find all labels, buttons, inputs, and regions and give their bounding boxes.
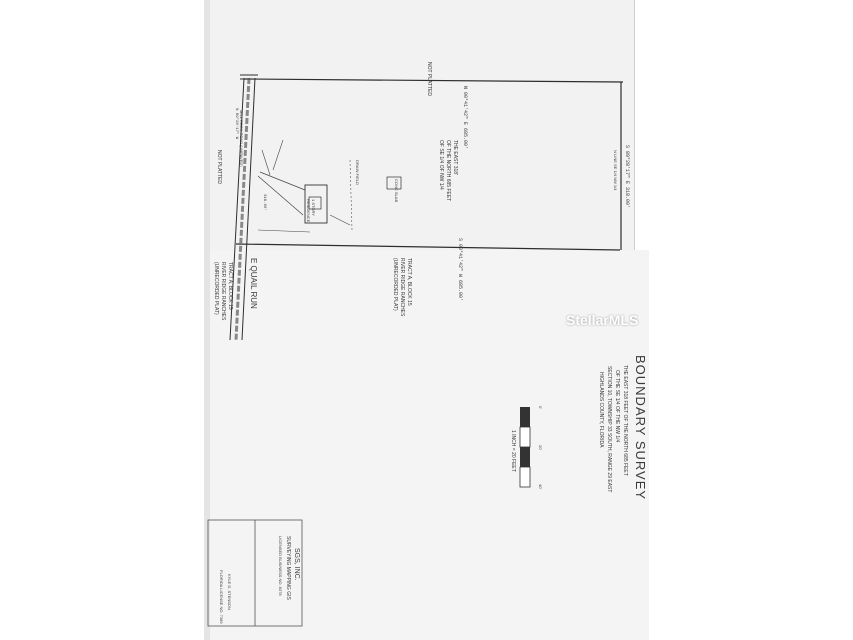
parcel-desc-line-2: OF THE NORTH 685 FEET	[445, 140, 451, 202]
scale-tick-0: 0'	[538, 406, 543, 409]
tract-right-line-3: (UNRECORDED PLAT)	[392, 258, 398, 311]
east-line-label: N LINE SE 1/4 NW 1/4	[613, 150, 618, 191]
parcel-desc-line-3: OF SE 1/4 OF NW 1/4	[438, 140, 444, 190]
signature-line-1: KYLE D. STENSON	[227, 574, 232, 610]
legal-desc-line-4: HIGHLANDS COUNTY, FLORIDA	[598, 372, 604, 448]
surveyor-name: SGS, INC.	[293, 548, 300, 581]
tract-left-line-3: (UNRECORDED PLAT)	[213, 262, 219, 315]
tract-left-line-1: TRACT A, BLOCK 15	[227, 262, 233, 310]
scale-tick-40: 40'	[538, 484, 543, 490]
residence-label-1: 1 STORY	[311, 199, 316, 216]
paper-lower-sheet	[204, 250, 649, 640]
paper-upper-sheet	[204, 0, 635, 252]
parcel-desc-line-1: THE EAST 318'	[452, 140, 458, 176]
scale-text: 1 INCH = 20 FEET	[510, 430, 516, 472]
not-platted-top-label: NOT PLATTED	[426, 62, 432, 96]
not-platted-left-label: NOT PLATTED	[216, 150, 222, 184]
residence-label-2: RESIDENCE	[306, 199, 311, 223]
survey-title: BOUNDARY SURVEY	[633, 355, 648, 501]
legal-desc-line-1: THE EAST 318 FEET OF THE NORTH 685 FEET	[622, 365, 628, 476]
stellarmls-watermark: StellarMLS	[566, 312, 639, 328]
surveyor-line-2: LICENSED BUSINESS NO. 8378	[278, 536, 283, 596]
west-line-bearing: N 89°28'17" W	[234, 108, 238, 140]
drain-field-label: DRAIN FIELD	[355, 160, 360, 185]
east-line-bearing: S 89°28'17" E 318.00'	[624, 145, 630, 209]
conc-slab-label: CONC SLAB	[394, 179, 399, 203]
tract-right-line-1: TRACT A, BLOCK 15	[406, 258, 412, 306]
road-name-label: MILL ROCK ROAD (UNPAVED)	[239, 110, 244, 167]
road-label: E QUAIL RUN	[249, 258, 258, 309]
paper-left-strip	[204, 0, 210, 640]
legal-desc-line-2: OF THE SE 1/4 OF THE NW 1/4	[614, 370, 620, 443]
tract-right-line-2: RIVER RIDGE RANCHES	[399, 258, 405, 317]
legal-desc-line-3: SECTION 10, TOWNSHIP 33 SOUTH, RANGE 29 …	[606, 366, 612, 493]
tract-left-line-2: RIVER RIDGE RANCHES	[220, 262, 226, 321]
surveyor-line-1: SURVEYING MAPPING GIS	[285, 536, 291, 600]
signature-line-2: FLORIDA LICENSE NO. 7389	[219, 570, 224, 624]
south-line-bearing: S 00°41'42" W 685.00'	[457, 238, 463, 302]
west-line-distance: 318.00'	[262, 194, 266, 211]
north-line-bearing: N 00°41'42" E 685.00'	[462, 86, 468, 150]
scale-tick-20: 20'	[538, 445, 543, 451]
